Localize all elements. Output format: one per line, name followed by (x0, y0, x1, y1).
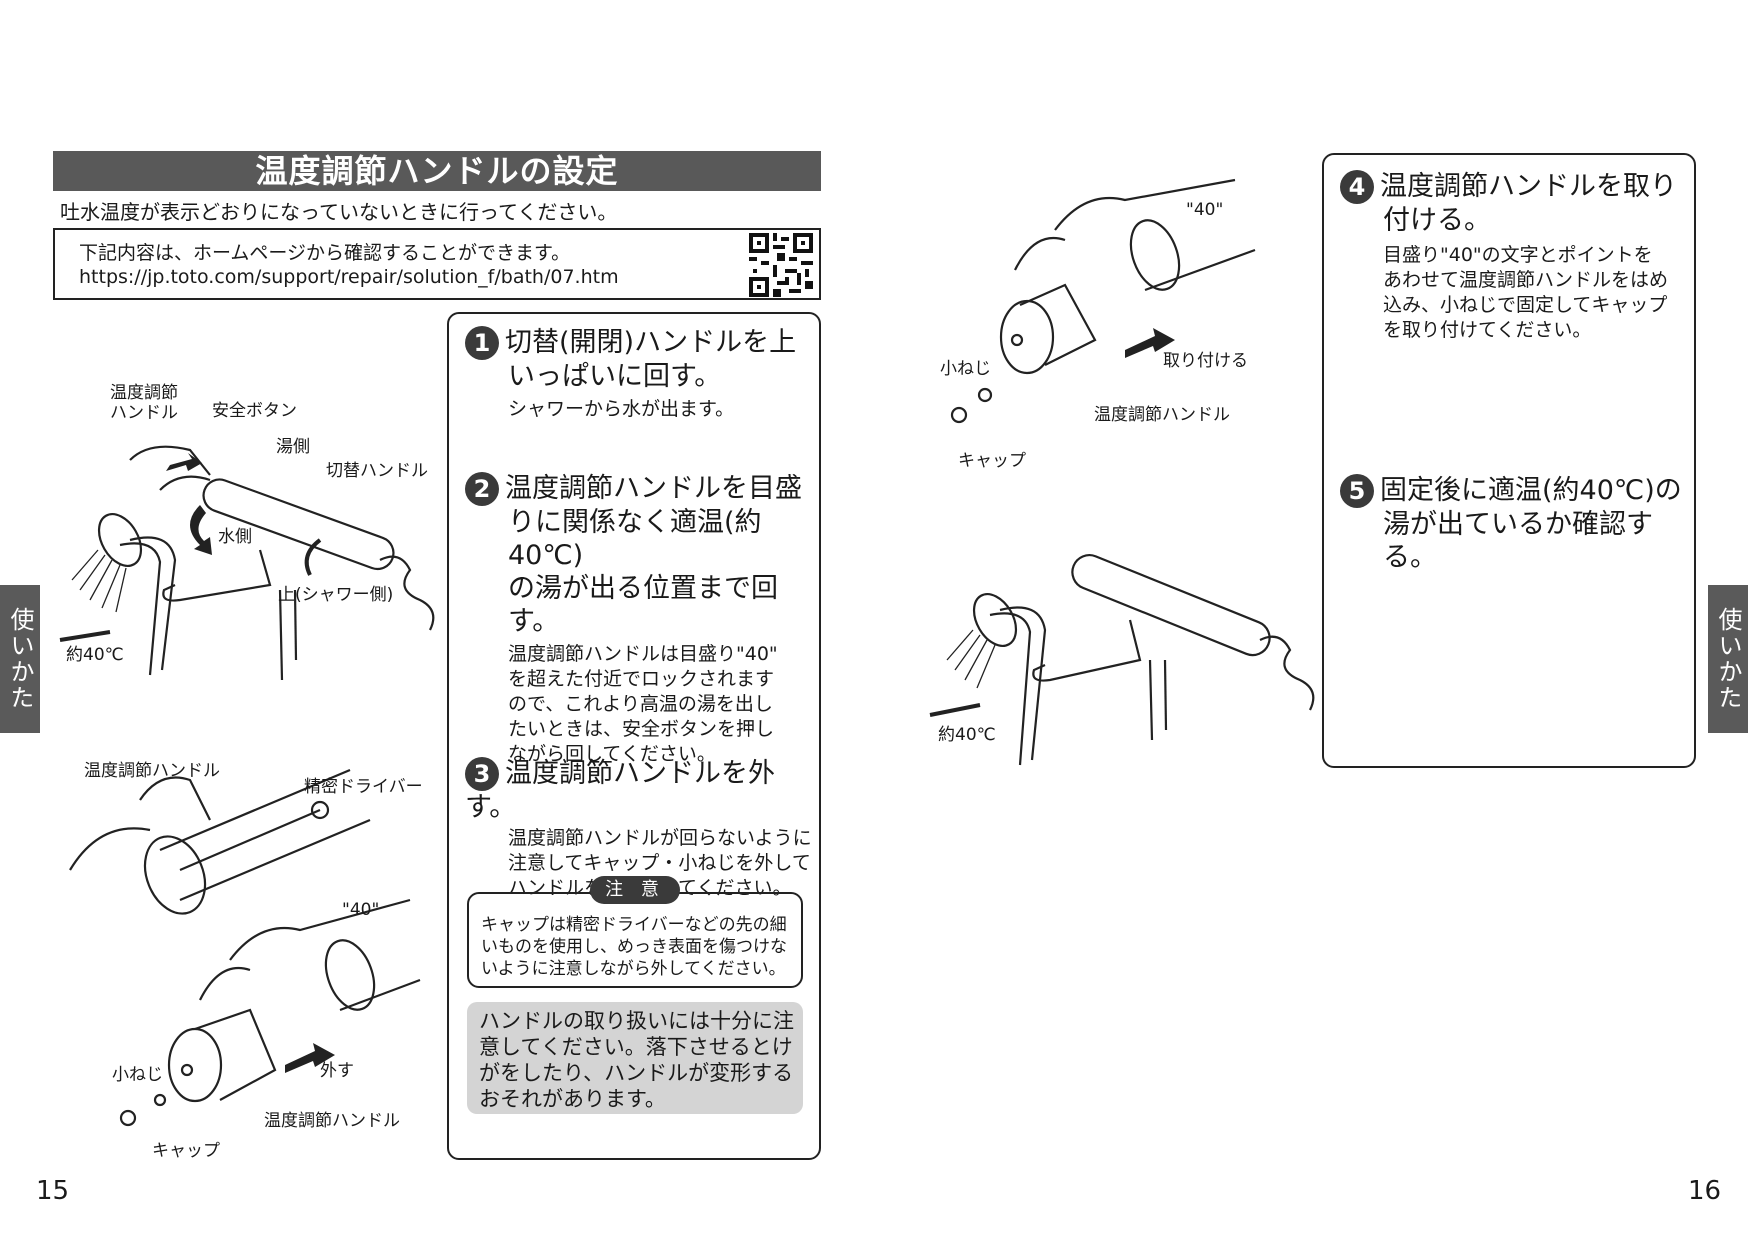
step-2-body-line: 温度調節ハンドルは目盛り"40" (508, 643, 778, 665)
step-number-4: 4 (1340, 170, 1374, 204)
step-2-heading-2: りに関係なく適温(約40℃) (508, 507, 762, 571)
faucet-illustration-1 (59, 445, 435, 681)
step-5-heading-2: 湯が出ているか確認する。 (1383, 509, 1653, 573)
label-safety-button: 安全ボタン (212, 401, 297, 421)
page-number-right: 16 (1688, 1176, 1722, 1206)
step-5-heading: 固定後に適温(約40℃)の (1380, 475, 1682, 506)
step-2-body-line: ので、これより高温の湯を出し (508, 693, 773, 715)
note-line: 意してください。落下させるとけ (479, 1035, 793, 1059)
caution-line: いように注意しながら外してください。 (481, 959, 786, 979)
label-screwdriver: 精密ドライバー (304, 777, 423, 797)
label-approx-temp-2: 約40℃ (938, 725, 996, 745)
caution-line: いものを使用し、めっき表面を傷つけな (481, 937, 787, 957)
label-mark40-fig4: "40" (1186, 200, 1224, 220)
note-line: ハンドルの取り扱いには十分に注 (479, 1009, 794, 1033)
step-3-body-line: 注意してキャップ・小ねじを外して (508, 852, 811, 874)
label-switch-handle: 切替ハンドル (326, 461, 428, 481)
label-temp-handle-fig4: 温度調節ハンドル (1094, 405, 1230, 425)
step-2-heading: 温度調節ハンドルを目盛 (505, 473, 802, 504)
label-mark40-fig3: "40" (342, 900, 380, 920)
handle-removal-illustration (119, 898, 421, 1127)
label-remove: 外す (320, 1061, 354, 1081)
label-screw-fig3: 小ねじ (112, 1065, 163, 1085)
step-4-body-line: 込み、小ねじで固定してキャップ (1383, 294, 1668, 316)
step-4-body-line: 目盛り"40"の文字とポイントを (1383, 244, 1653, 266)
label-temp-handle-1: 温度調節 (110, 383, 178, 403)
label-attach: 取り付ける (1163, 351, 1248, 371)
steps-panel-left (447, 312, 821, 1160)
step-number-5: 5 (1340, 474, 1374, 508)
step-2-heading-3: の湯が出る位置まで回す。 (508, 573, 778, 637)
label-temp-handle-fig2: 温度調節ハンドル (84, 761, 220, 781)
handle-attach-illustration (950, 178, 1256, 424)
step-2-body-line: たいときは、安全ボタンを押し (508, 718, 775, 740)
label-cold-side: 水側 (218, 527, 252, 547)
label-temp-handle-2: ハンドル (110, 403, 178, 423)
screwdriver-illustration (69, 768, 371, 915)
step-2-body-line: を超えた付近でロックされます (508, 668, 775, 690)
step-4-heading: 温度調節ハンドルを取り (1380, 171, 1677, 202)
note-line: がをしたり、ハンドルが変形する (479, 1061, 794, 1085)
label-cap-fig3: キャップ (152, 1141, 220, 1161)
label-approx-temp-1: 約40℃ (66, 645, 124, 665)
steps-panel-right (1322, 153, 1696, 768)
step-1-body: シャワーから水が出ます。 (508, 398, 735, 420)
side-tab-left: 使いかた (0, 585, 40, 733)
label-up-shower: 上(シャワー側) (278, 585, 394, 605)
info-text: 下記内容は、ホームページから確認することができます。 (79, 242, 571, 264)
subtitle: 吐水温度が表示どおりになっていないときに行ってください。 (60, 200, 618, 224)
step-number-3: 3 (465, 757, 499, 791)
step-number-2: 2 (465, 472, 499, 506)
info-url-link[interactable]: https://jp.toto.com/support/repair/solut… (79, 266, 619, 288)
label-cap-fig4: キャップ (958, 451, 1026, 471)
page-number-left: 15 (36, 1176, 70, 1206)
caution-line: キャップは精密ドライバーなどの先の細 (481, 915, 787, 935)
note-line: おそれがあります。 (479, 1087, 666, 1111)
step-1-heading-2: いっぱいに回す。 (508, 361, 722, 392)
faucet-illustration-2 (929, 554, 1315, 766)
label-screw-fig4: 小ねじ (940, 359, 991, 379)
info-box: 下記内容は、ホームページから確認することができます。 https://jp.to… (53, 228, 821, 300)
label-temp-handle-fig3: 温度調節ハンドル (264, 1111, 400, 1131)
step-1-heading: 切替(開閉)ハンドルを上 (505, 327, 797, 358)
step-2-body-line: ながら回してください。 (508, 743, 716, 765)
caution-box: キャップは精密ドライバーなどの先の細 いものを使用し、めっき表面を傷つけな いよ… (467, 892, 803, 988)
step-3-heading: 温度調節ハンドルを外す。 (465, 758, 775, 823)
label-hot-side: 湯側 (276, 437, 310, 457)
step-4-heading-2: 付ける。 (1383, 205, 1491, 236)
caution-tag: 注 意 (590, 876, 680, 904)
step-4-body-line: を取り付けてください。 (1383, 319, 1592, 341)
qr-code-icon[interactable] (749, 233, 813, 297)
step-3-body-line: 温度調節ハンドルが回らないように (508, 827, 812, 849)
step-4-body-line: あわせて温度調節ハンドルをはめ (1383, 269, 1669, 291)
note-box: ハンドルの取り扱いには十分に注 意してください。落下させるとけ がをしたり、ハン… (467, 1002, 803, 1114)
side-tab-right: 使いかた (1708, 585, 1748, 733)
page-title: 温度調節ハンドルの設定 (53, 151, 821, 191)
step-number-1: 1 (465, 326, 499, 360)
